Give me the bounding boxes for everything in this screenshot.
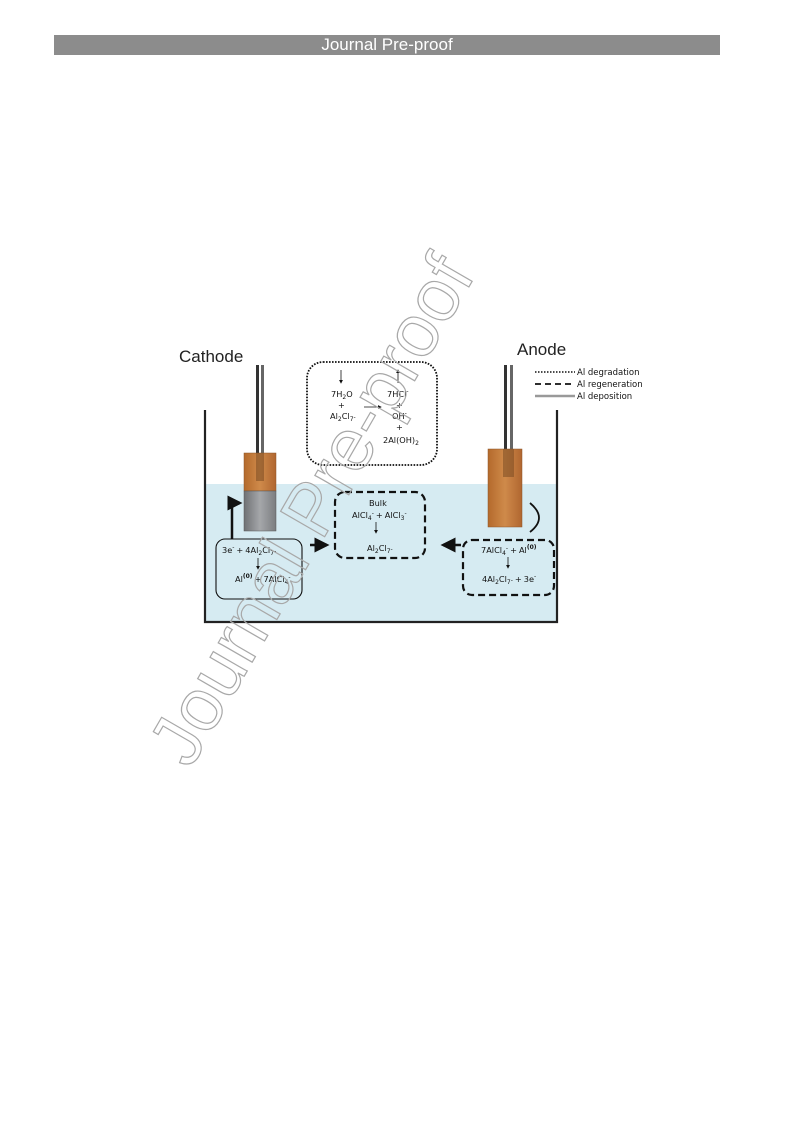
- svg-text:Al(0)+7AlCl4-: Al(0)+7AlCl4-: [235, 573, 291, 586]
- svg-text:+: +: [338, 400, 345, 410]
- anode-electrode: [487, 365, 523, 528]
- legend-label-deposition: Al deposition: [577, 392, 632, 402]
- degradation-reaction-box: 7H2O + Al2Cl7- 7HCl- + OH- + 2Al(OH)2: [306, 361, 438, 466]
- svg-text:4Al2Cl7-+3e-: 4Al2Cl7-+3e-: [482, 573, 536, 586]
- cathode-reaction-box: 3e-+4Al2Cl7- Al(0)+7AlCl4-: [215, 538, 303, 600]
- anode-label: Anode: [517, 340, 566, 359]
- legend-label-regeneration: Al regeneration: [577, 380, 643, 390]
- svg-text:Al2Cl7-: Al2Cl7-: [330, 411, 356, 423]
- aluminium-deposit: [243, 490, 277, 532]
- svg-text:+: +: [396, 400, 403, 410]
- flow-arrows: [227, 495, 540, 553]
- svg-text:3e-+4Al2Cl7-: 3e-+4Al2Cl7-: [222, 544, 276, 557]
- svg-text:7AlCl4-+Al(0): 7AlCl4-+Al(0): [481, 544, 537, 557]
- svg-text:Bulk: Bulk: [369, 498, 387, 508]
- tank-outline: [203, 410, 559, 624]
- svg-text:OH-: OH-: [392, 410, 407, 421]
- svg-text:7H2O: 7H2O: [331, 389, 353, 401]
- cathode-electrode: [243, 365, 277, 532]
- legend-label-degradation: Al degradation: [577, 368, 640, 378]
- svg-text:+: +: [396, 422, 403, 432]
- cathode-label: Cathode: [179, 347, 243, 366]
- bulk-reaction-box: Bulk AlCl4-+AlCl3- Al2Cl7-: [333, 490, 427, 560]
- journal-header-title: Journal Pre-proof: [321, 35, 453, 54]
- legend: Al degradation Al regeneration Al deposi…: [535, 368, 643, 402]
- svg-text:Al2Cl7-: Al2Cl7-: [367, 543, 393, 555]
- anode-reaction-box: 7AlCl4-+Al(0) 4Al2Cl7-+3e-: [461, 538, 556, 597]
- svg-text:AlCl4-+AlCl3-: AlCl4-+AlCl3-: [352, 510, 407, 522]
- svg-text:7HCl-: 7HCl-: [387, 388, 409, 399]
- svg-text:2Al(OH)2: 2Al(OH)2: [383, 435, 419, 447]
- journal-header-bar: Journal Pre-proof: [54, 35, 720, 55]
